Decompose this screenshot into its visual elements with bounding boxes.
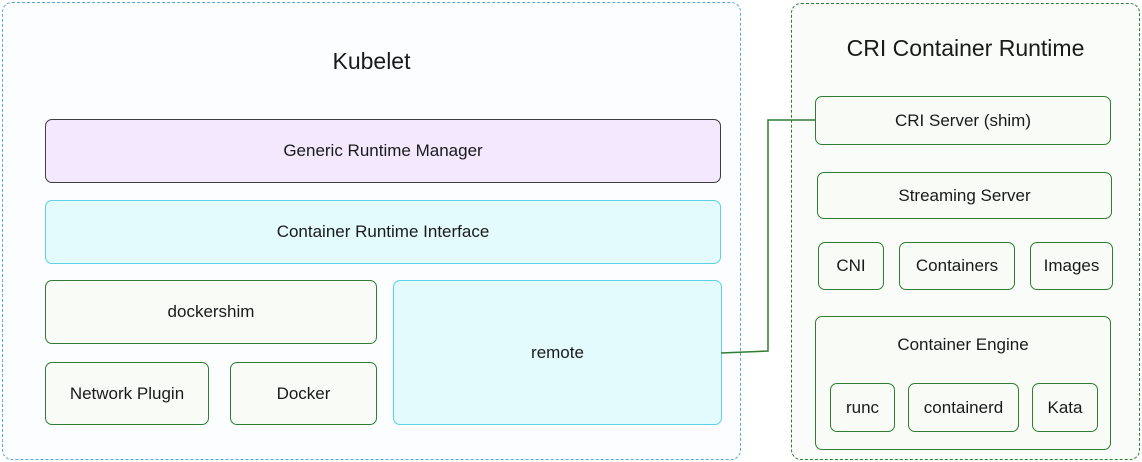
streaming-server-box: Streaming Server <box>817 172 1112 219</box>
cri-runtime-title: CRI Container Runtime <box>846 35 1085 61</box>
containers-box: Containers <box>899 242 1015 290</box>
runc-box: runc <box>830 383 895 432</box>
cni-box: CNI <box>818 242 884 290</box>
container-runtime-interface-box: Container Runtime Interface <box>45 200 721 264</box>
docker-box: Docker <box>230 362 377 425</box>
kubelet-title: Kubelet <box>332 48 411 74</box>
generic-runtime-manager-box: Generic Runtime Manager <box>45 119 721 183</box>
cri-server-box: CRI Server (shim) <box>815 96 1111 145</box>
remote-box: remote <box>393 280 722 425</box>
kata-box: Kata <box>1032 383 1098 432</box>
network-plugin-box: Network Plugin <box>45 362 209 425</box>
dockershim-box: dockershim <box>45 280 377 344</box>
containerd-box: containerd <box>908 383 1019 432</box>
images-box: Images <box>1030 242 1113 290</box>
